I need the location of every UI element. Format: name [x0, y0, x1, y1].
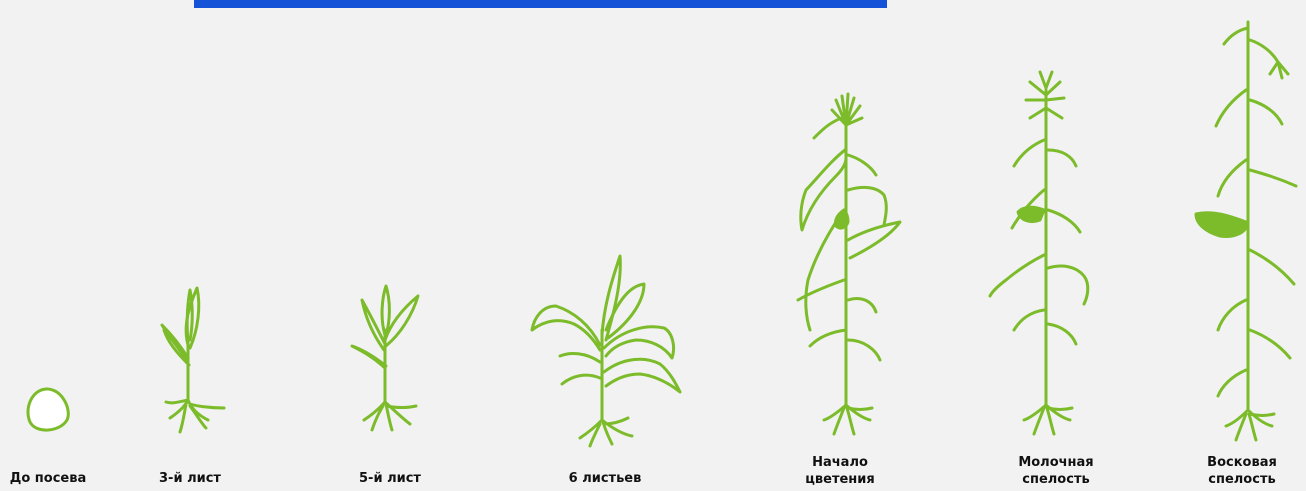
- stage-label-wax-ripeness: Восковая спелость: [1192, 454, 1292, 488]
- plant-stage-wax-ripeness-icon: [1196, 22, 1296, 440]
- stage-label-before-sowing: До посева: [0, 470, 96, 487]
- stage-label-leaf-3: 3-й лист: [150, 470, 230, 487]
- plant-stage-milk-ripeness-icon: [990, 72, 1088, 434]
- seed-icon: [28, 389, 68, 430]
- plant-stage-5-leaf-icon: [352, 286, 418, 430]
- stage-label-leaves-6: 6 листьев: [560, 470, 650, 487]
- plant-stage-6-leaves-icon: [532, 256, 680, 446]
- plant-stage-3-leaf-icon: [162, 288, 224, 432]
- stage-label-flowering: Начало цветения: [800, 454, 880, 488]
- plant-stage-flowering-icon: [798, 94, 900, 434]
- stage-label-milk-ripeness: Молочная спелость: [1006, 454, 1106, 488]
- stage-label-leaf-5: 5-й лист: [350, 470, 430, 487]
